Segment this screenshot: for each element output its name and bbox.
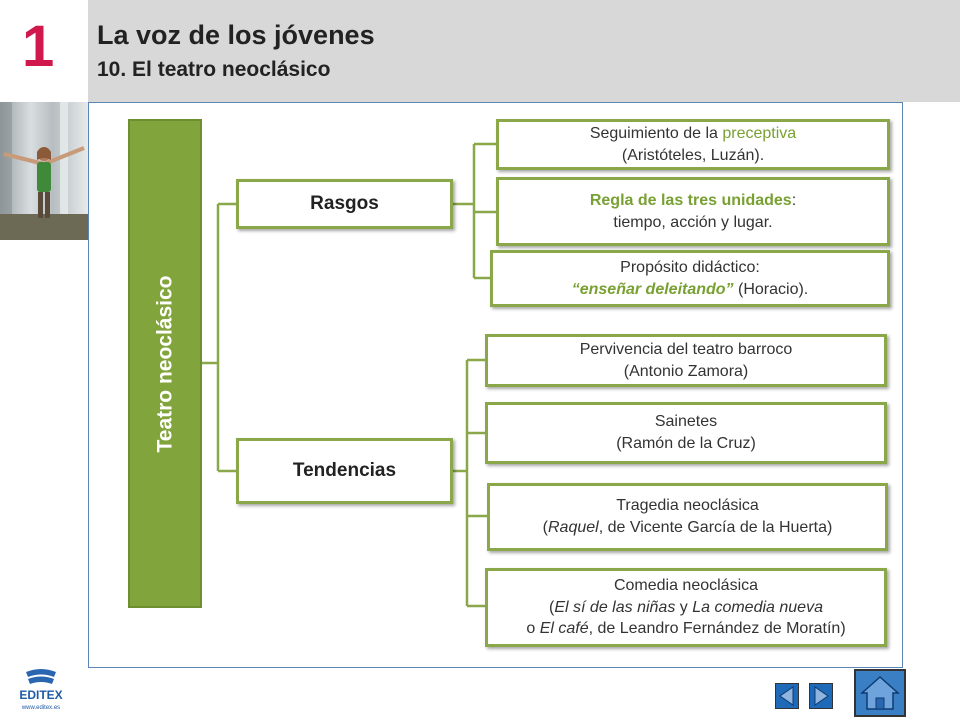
next-slide-button[interactable] — [809, 683, 833, 709]
rasgo-preceptiva: Seguimiento de la preceptiva (Aristótele… — [496, 119, 890, 170]
tendencia-teatro-barroco: Pervivencia del teatro barroco (Antonio … — [485, 334, 887, 387]
rasgo-preceptiva-line1: Seguimiento de la preceptiva — [590, 123, 796, 145]
category-tendencias-label: Tendencias — [292, 460, 397, 482]
editex-logo-text: EDITEX — [19, 688, 62, 702]
tendencia-tragedia-neoclasica: Tragedia neoclásica (Raquel, de Vicente … — [487, 483, 888, 551]
rasgo-tres-unidades: Regla de las tres unidades: tiempo, acci… — [496, 177, 890, 246]
rasgo-tres-unidades-colon: : — [791, 191, 797, 209]
category-rasgos-label: Rasgos — [310, 193, 379, 215]
rasgo-preceptiva-highlight: preceptiva — [722, 124, 797, 142]
tendencia-tragedia-author: , de Vicente García de la Huerta) — [598, 519, 833, 536]
chapter-number: 1 — [22, 14, 55, 79]
triangle-left-icon — [779, 686, 794, 706]
waterfall-photo — [0, 102, 88, 240]
tendencia-comedia-line1: Comedia neoclásica — [613, 577, 759, 595]
rasgo-preceptiva-line2: (Aristóteles, Luzán). — [621, 146, 765, 164]
tendencia-tragedia-paren: ( — [542, 519, 548, 536]
tendencia-comedia-work1: El sí de las niñas — [554, 598, 676, 616]
root-node-label: Teatro neoclásico — [153, 274, 177, 453]
tendencia-sainetes-line2: (Ramón de la Cruz) — [616, 435, 756, 452]
editex-logo: EDITEX www.editex.es — [14, 668, 68, 712]
tendencia-barroco-line2: (Antonio Zamora) — [623, 362, 749, 380]
rasgo-tres-unidades-line2: tiempo, acción y lugar. — [613, 213, 773, 231]
tendencia-sainetes-line1: Sainetes — [654, 413, 718, 431]
tendencia-comedia-or: o — [526, 620, 540, 638]
tendencia-comedia-paren: ( — [549, 598, 555, 616]
editex-logo-url: www.editex.es — [21, 705, 60, 711]
home-icon — [860, 675, 900, 710]
category-rasgos: Rasgos — [236, 179, 453, 229]
rasgo-proposito-line1: Propósito didáctico: — [620, 258, 760, 276]
rasgo-proposito-didactico: Propósito didáctico: “enseñar deleitando… — [490, 250, 890, 307]
tendencia-comedia-line3: o El café, de Leandro Fernández de Morat… — [526, 618, 845, 640]
header-band — [88, 0, 960, 102]
tendencia-comedia-conj: y — [675, 598, 693, 616]
prev-slide-button[interactable] — [775, 683, 799, 709]
rasgo-proposito-source: (Horacio). — [733, 280, 809, 298]
rasgo-proposito-line2: “enseñar deleitando” (Horacio). — [572, 279, 809, 301]
tendencia-comedia-line2: (El sí de las niñas y La comedia nueva — [549, 597, 823, 619]
tendencia-tragedia-line2: (Raquel, de Vicente García de la Huerta) — [543, 517, 833, 539]
tendencia-comedia-work2: La comedia nueva — [692, 598, 823, 616]
home-button[interactable] — [854, 669, 906, 717]
tendencia-barroco-line1: Pervivencia del teatro barroco — [579, 340, 793, 358]
triangle-right-icon — [814, 686, 829, 706]
tendencia-comedia-neoclasica: Comedia neoclásica (El sí de las niñas y… — [485, 568, 887, 647]
rasgo-proposito-highlight: “enseñar deleitando” — [571, 280, 734, 298]
page-title: La voz de los jóvenes — [97, 20, 375, 50]
category-tendencias: Tendencias — [236, 438, 453, 504]
tendencia-tragedia-work: Raquel — [548, 519, 599, 536]
rasgo-preceptiva-text: Seguimiento de la — [589, 124, 723, 142]
rasgo-tres-unidades-line1: Regla de las tres unidades: — [590, 190, 796, 212]
root-node-teatro-neoclasico: Teatro neoclásico — [128, 119, 202, 608]
tendencia-tragedia-line1: Tragedia neoclásica — [616, 497, 759, 515]
tendencia-comedia-author: , de Leandro Fernández de Moratín) — [588, 620, 846, 638]
tendencia-sainetes: Sainetes (Ramón de la Cruz) — [485, 402, 887, 464]
page-subtitle: 10. El teatro neoclásico — [97, 58, 331, 81]
tendencia-comedia-work3: El café — [539, 620, 589, 638]
rasgo-tres-unidades-highlight: Regla de las tres unidades — [589, 191, 792, 209]
